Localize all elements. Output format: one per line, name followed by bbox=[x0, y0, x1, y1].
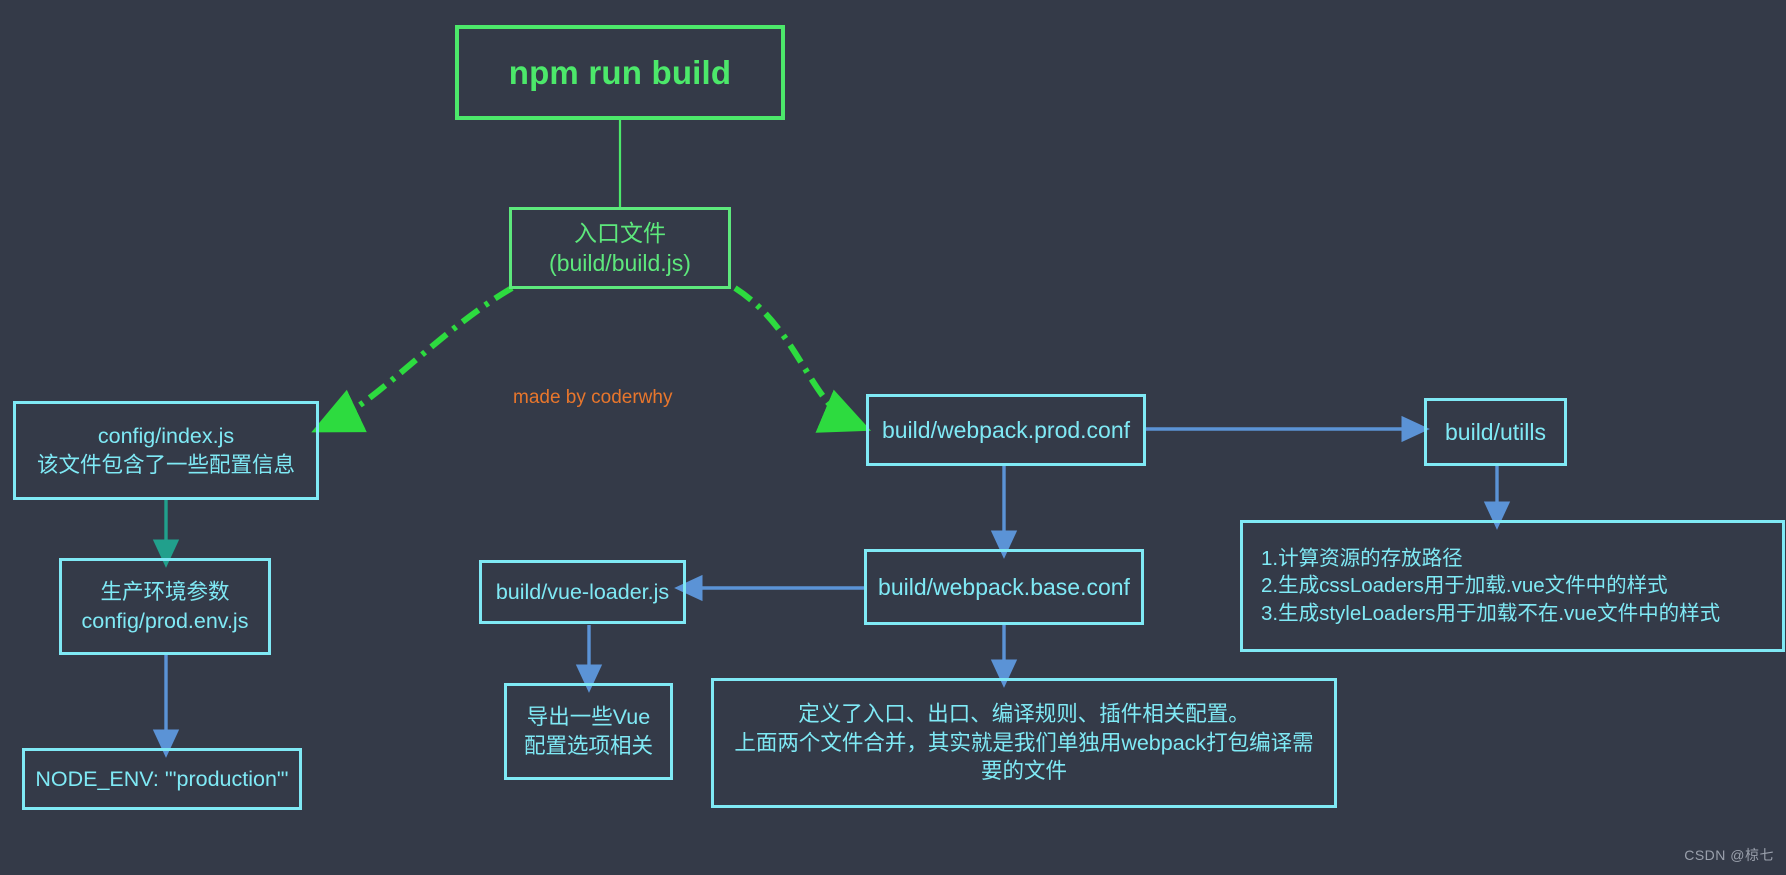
node-prod-env[interactable]: 生产环境参数 config/prod.env.js bbox=[59, 558, 271, 655]
node-npm-run-build-label: npm run build bbox=[508, 53, 732, 91]
node-entry-file-line2: (build/build.js) bbox=[549, 250, 691, 276]
node-utills-detail[interactable]: 1.计算资源的存放路径 2.生成cssLoaders用于加载.vue文件中的样式… bbox=[1240, 520, 1785, 652]
node-vue-loader-label: build/vue-loader.js bbox=[495, 579, 670, 604]
node-utills-detail-line1: 1.计算资源的存放路径 bbox=[1261, 547, 1463, 571]
node-prod-env-line1: 生产环境参数 bbox=[100, 580, 230, 605]
node-vue-loader-detail-line1: 导出一些Vue bbox=[526, 705, 651, 730]
watermark: CSDN @椋七 bbox=[1684, 847, 1774, 863]
node-node-env[interactable]: NODE_ENV: '"production"' bbox=[22, 748, 302, 810]
edge-entry-to-webpack-prod bbox=[733, 285, 872, 433]
node-node-env-label: NODE_ENV: '"production"' bbox=[35, 766, 289, 791]
node-webpack-base-conf-label: build/webpack.base.conf bbox=[878, 573, 1130, 600]
node-npm-run-build[interactable]: npm run build bbox=[455, 25, 785, 120]
node-entry-file-line1: 入口文件 bbox=[574, 219, 666, 246]
made-by-label: made by coderwhy bbox=[513, 387, 673, 408]
node-webpack-base-conf[interactable]: build/webpack.base.conf bbox=[864, 549, 1144, 625]
node-utills-detail-line3: 3.生成styleLoaders用于加载不在.vue文件中的样式 bbox=[1261, 601, 1721, 625]
node-webpack-prod-conf[interactable]: build/webpack.prod.conf bbox=[866, 394, 1146, 466]
node-vue-loader[interactable]: build/vue-loader.js bbox=[479, 560, 686, 624]
node-utills-detail-line2: 2.生成cssLoaders用于加载.vue文件中的样式 bbox=[1261, 574, 1668, 598]
node-vue-loader-detail-line2: 配置选项相关 bbox=[523, 733, 653, 758]
edge-entry-to-config bbox=[311, 285, 514, 433]
node-config-index-line1: config/index.js bbox=[97, 424, 235, 449]
node-base-detail[interactable]: 定义了入口、出口、编译规则、插件相关配置。 上面两个文件合并，其实就是我们单独用… bbox=[711, 678, 1337, 808]
node-base-detail-line2: 上面两个文件合并，其实就是我们单独用webpack打包编译需 bbox=[734, 730, 1314, 755]
node-prod-env-line2: config/prod.env.js bbox=[81, 608, 249, 633]
node-config-index[interactable]: config/index.js 该文件包含了一些配置信息 bbox=[13, 401, 319, 500]
node-webpack-prod-conf-label: build/webpack.prod.conf bbox=[881, 416, 1131, 443]
node-entry-file[interactable]: 入口文件 (build/build.js) bbox=[509, 207, 731, 289]
node-base-detail-line3: 要的文件 bbox=[980, 759, 1067, 784]
node-base-detail-line1: 定义了入口、出口、编译规则、插件相关配置。 bbox=[798, 702, 1250, 727]
node-config-index-line2: 该文件包含了一些配置信息 bbox=[36, 452, 295, 477]
node-build-utills-label: build/utills bbox=[1445, 418, 1546, 445]
node-vue-loader-detail[interactable]: 导出一些Vue 配置选项相关 bbox=[504, 683, 673, 780]
node-build-utills[interactable]: build/utills bbox=[1424, 398, 1567, 466]
